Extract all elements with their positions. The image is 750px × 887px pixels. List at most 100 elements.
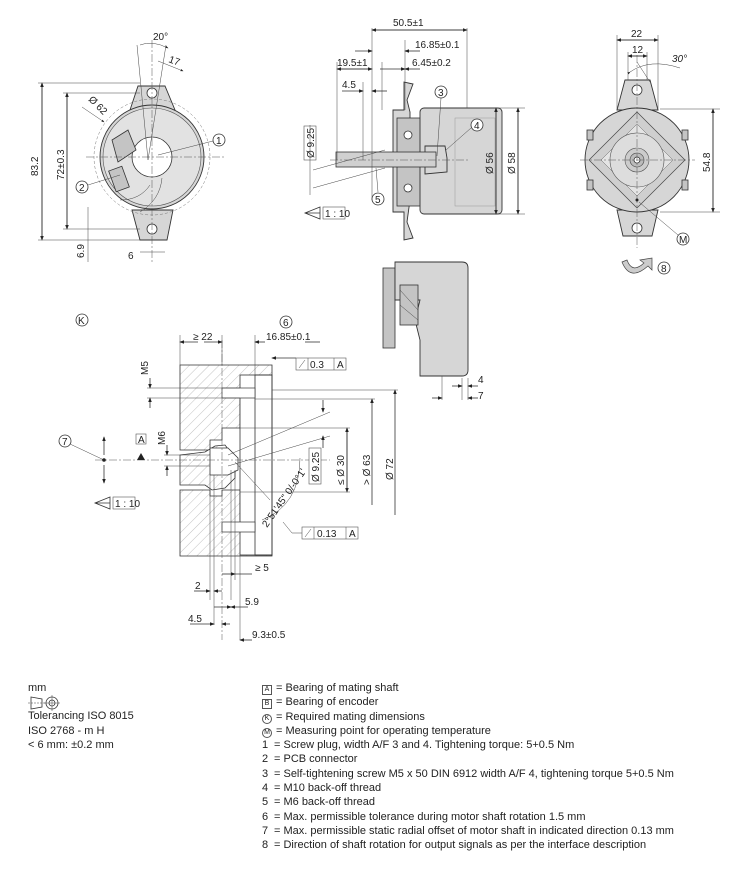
runout-tolerance-bottom: 0.13 A [301,526,359,540]
legend-item: 6= Max. permissible tolerance during mot… [262,810,674,824]
svg-text:M: M [679,235,687,246]
svg-text:3: 3 [438,88,444,99]
svg-text:5: 5 [375,195,381,206]
legend-text: = Max. permissible static radial offset … [274,824,674,837]
mating-taper-symbol: 1 : 10 [93,496,140,510]
legend-key: 8 [262,839,269,852]
legend-text: = Screw plug, width A/F 3 and 4. Tighten… [274,739,575,752]
legend-key: 3 [262,767,269,780]
shaft-length-label: 19.5±1 [337,58,368,69]
svg-text:A: A [349,529,356,540]
legend-text: = Max. permissible tolerance during moto… [274,810,586,823]
flange-to-face-label: 16.85±0.1 [415,40,460,51]
measuring-point-callout [676,232,690,246]
units-label: mm [28,682,47,694]
legend-item: M = Measuring point for operating tempera… [262,724,674,738]
thread-top-label: M5 [140,361,151,375]
lug-offset-label: 6.9 [76,244,87,258]
shaft-diameter-label: Ø 9.25 [306,128,317,158]
projection-symbol-icon [28,695,60,711]
legend-item: A= Bearing of mating shaft [262,681,674,695]
overall-height-label: 83.2 [30,156,41,176]
legend-item: 8 = Direction of shaft rotation for outpu… [262,838,674,852]
max-bore-label: ≤ Ø 30 [336,455,347,485]
svg-text:6: 6 [283,318,289,329]
legend-text: = Self-tightening screw M5 x 50 DIN 6912… [274,767,674,780]
svg-text:0.13: 0.13 [317,529,337,540]
svg-text:8: 8 [661,264,667,275]
legend-item: 2= PCB connector [262,752,674,766]
tolerance-note: < 6 mm: ±0.2 mm [28,738,114,751]
legend-item: 4= M10 back-off thread [262,781,674,795]
callout-5 [371,192,385,206]
required-mating-marker [75,313,89,327]
svg-text:K: K [78,316,85,327]
body-diameter-outer-label: Ø 58 [507,152,518,174]
taper-symbol: 1 : 10 [303,206,350,220]
callout-6 [279,315,293,329]
legend-key: 5 [262,796,269,809]
rear-hole-width-label: 12 [632,45,644,56]
body-diameter-inner-label: Ø 56 [485,152,496,174]
mating-view: K ≥ 22 16.85±0.1 6 0.3 A M5 M6 7 [58,313,398,642]
rear-lug-width-label: 22 [631,29,643,40]
svg-text:0.3: 0.3 [310,360,324,371]
side-view: 50.5±1 16.85±0.1 19.5±1 6.45±0.2 4.5 Ø 9… [303,18,525,241]
callout-8 [657,261,671,275]
legend-item: 1 = Screw plug, width A/F 3 and 4. Tighte… [262,738,674,752]
hole-spacing-label: 72±0.3 [56,149,67,180]
legend-item: 3 = Self-tightening screw M5 x 50 DIN 691… [262,767,674,781]
dim-5-9-label: 5.9 [245,597,259,608]
general-notes: mm Tolerancing ISO 8015 ISO 2768 - m H <… [28,681,134,752]
callout-1 [212,133,226,147]
legend-key: B [262,699,272,710]
callout-2 [75,180,89,194]
legend-key: K [262,713,272,724]
legend-text: = M6 back-off thread [274,796,375,809]
dim-2-label: 2 [195,581,201,592]
min-depth-label: ≥ 22 [193,332,213,343]
min-recess-label: > Ø 63 [362,454,373,485]
min-engagement-label: ≥ 5 [255,563,269,574]
callout-7 [58,434,72,448]
legend-text: = Required mating dimensions [276,710,425,723]
legend-item: B = Bearing of encoder [262,695,674,710]
outer-diameter-label: Ø 62 [86,94,109,117]
callout-4 [470,118,484,132]
rear-height-label: 54.8 [702,152,713,172]
legend-item: 5 = M6 back-off thread [262,795,674,809]
mating-shaft-diameter-label: Ø 9.25 [311,452,322,482]
legend-key: 2 [262,753,269,766]
tolerance-note: ISO 2768 - m H [28,724,105,737]
legend-key: 4 [262,782,269,795]
legend-key: 7 [262,824,269,837]
small-side-view: 4 7 [382,261,484,402]
legend-text: = Measuring point for operating temperat… [276,724,491,737]
face-offset-label: 6.45±0.2 [412,58,451,69]
svg-text:2: 2 [79,183,85,194]
svg-text:1: 1 [216,136,222,147]
small-dim-a-label: 4 [478,375,484,386]
legend-text: = Direction of shaft rotation for output… [274,839,647,852]
datum-a-box [135,433,147,445]
overall-length-label: 50.5±1 [393,18,424,29]
front-angle-label: 20° [153,32,168,43]
callout-3 [434,85,448,99]
small-dim-b-label: 7 [478,391,484,402]
legend-key: M [262,727,272,738]
side-taper-label: 1 : 10 [325,209,350,220]
rear-angle-label: 30° [672,54,687,65]
svg-text:4: 4 [474,121,480,132]
svg-text:A: A [138,435,145,446]
dim-9-3-label: 9.3±0.5 [252,630,286,641]
legend-key: 1 [262,739,269,752]
svg-text:7: 7 [62,437,68,448]
shaft [335,151,437,168]
dim-4-5-label: 4.5 [188,614,202,625]
legend-text: = Bearing of encoder [276,696,379,709]
shaft-step-label: 4.5 [342,80,356,91]
front-lug-width-label: 17 [167,54,182,68]
outer-diameter-72-label: Ø 72 [385,458,396,480]
svg-text:A: A [337,360,344,371]
